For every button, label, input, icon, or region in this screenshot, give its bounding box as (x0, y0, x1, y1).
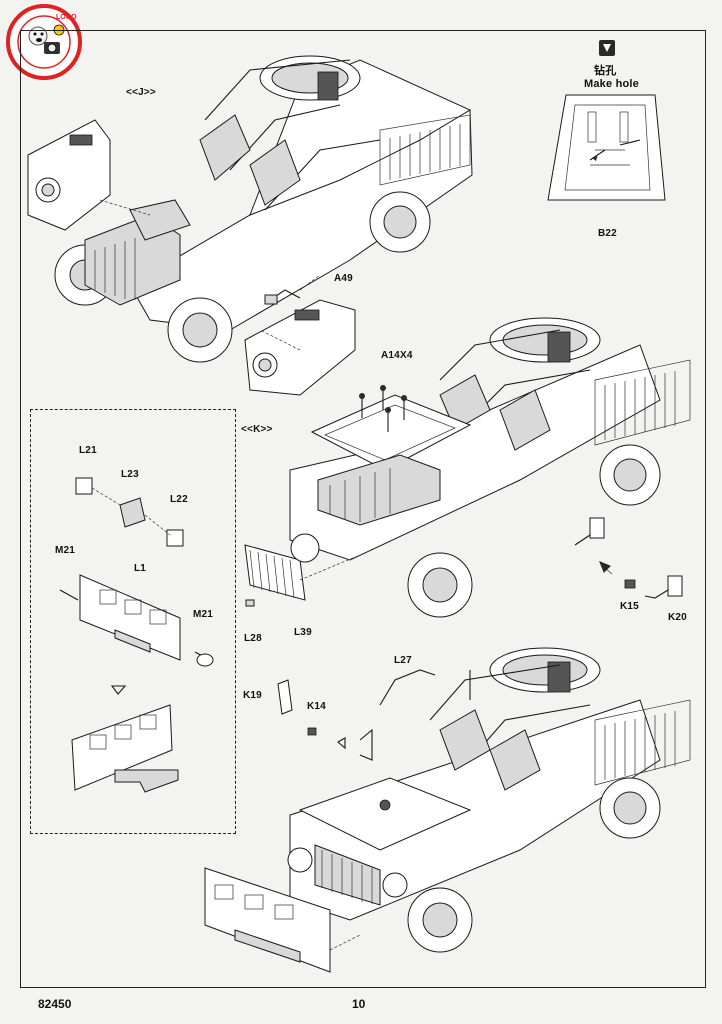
callout-l21: L21 (79, 445, 97, 456)
callout-b22: B22 (598, 228, 617, 239)
watermark-badge: LOGO (56, 14, 77, 21)
b22-plate (547, 40, 666, 201)
make-hole-english: Make hole (584, 78, 639, 90)
callout-l23: L23 (121, 469, 139, 480)
callout-k14: K14 (307, 701, 326, 712)
callout-k15: K15 (620, 601, 639, 612)
callout-m21-right: M21 (193, 609, 214, 620)
callout-k19: K19 (243, 690, 262, 701)
bottom-vehicle (204, 647, 691, 973)
top-vehicle (27, 55, 473, 396)
callout-k20: K20 (668, 612, 687, 623)
product-code: 82450 (38, 997, 72, 1011)
callout-l28: L28 (244, 633, 262, 644)
bumper-subassembly (59, 477, 214, 793)
callout-k: <<K>> (241, 424, 273, 435)
page-number: 10 (352, 997, 366, 1011)
callout-j: <<J>> (126, 87, 156, 98)
callout-a14x4: A14X4 (381, 350, 413, 361)
callout-m21-left: M21 (55, 545, 76, 556)
page-frame (20, 30, 706, 988)
callout-a49: A49 (334, 273, 353, 284)
callout-l1: L1 (134, 563, 147, 574)
callout-l39: L39 (294, 627, 312, 638)
make-hole-chinese: 钻孔 (594, 65, 617, 77)
subassembly-box (30, 409, 236, 834)
middle-vehicle (244, 317, 691, 618)
watermark-logo: LOGO (4, 2, 84, 82)
callout-l27: L27 (394, 655, 412, 666)
callout-l22: L22 (170, 494, 188, 505)
